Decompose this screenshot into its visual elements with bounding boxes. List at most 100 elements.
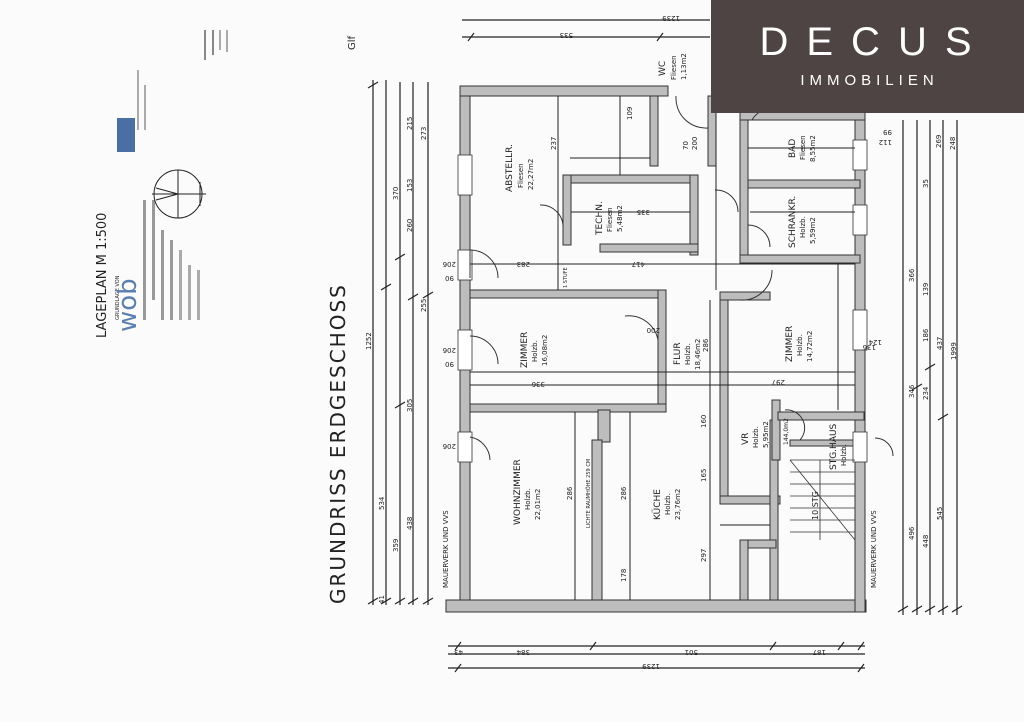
dim-124: 124 [868,338,882,346]
site-plan-fineprint [137,30,228,320]
room-name: TECHN. [595,201,605,236]
dim-139: 139 [922,283,930,296]
room-abstell: ABSTELLR. Fliesen 22,27m2 [505,144,535,192]
dim-90-a: 90 [445,274,454,282]
dim-109: 109 [626,107,634,120]
room-kueche: KÜCHE Holzb. 23,76m2 [652,489,682,520]
dim-1239-bottom: 1239 [642,662,660,670]
dim-1239-top: 1239 [662,14,680,22]
room-flur: FLUR Holzb. 18,46m2 [673,339,702,370]
brand-subtitle: IMMOBILIEN [800,72,939,89]
dim-305: 305 [406,399,414,412]
room-name: WC [658,61,668,76]
dim-1999: 1999 [950,342,958,360]
dim-448: 448 [922,535,930,548]
dimension-lines-horizontal [448,19,865,673]
dim-90-b: 90 [445,360,454,368]
room-bad: BAD Fliesen 8,55m2 [788,135,817,162]
dim-346: 346 [908,384,916,398]
dim-501: 501 [685,648,698,656]
room-schrank: SCHRANKR. Holzb. 5,59m2 [788,196,817,248]
room-area: 22,01m2 [534,489,542,520]
room-area: 5,59m2 [809,217,817,244]
room-name: BAD [788,139,798,158]
room-area: 23,76m2 [674,489,682,520]
dim-496: 496 [908,526,916,540]
room-wc: WC Fliesen 1,13m2 [658,53,688,80]
room-name: ABSTELLR. [505,144,515,192]
room-floor: Holzb. [799,216,807,238]
dim-533: 533 [560,31,573,39]
room-floor: Holzb. [684,343,692,365]
dim-200-a: 200 [647,326,660,334]
dim-165: 165 [700,469,708,482]
room-name: FLUR [673,342,683,365]
dim-248: 248 [949,137,957,150]
dim-99: 99 [883,128,892,136]
dim-286-b: 286 [620,486,628,500]
dim-297-a: 297 [700,549,708,562]
dim-234: 234 [922,386,930,400]
dim-417: 417 [632,260,645,268]
dim-186: 186 [922,328,930,342]
dim-41: 41 [378,595,386,604]
dim-160: 160 [700,415,708,428]
room-name: ZIMMER [520,332,530,368]
site-plan-caption: GRUNDLAGE VON [115,275,121,320]
room-floor: Holzb. [840,444,848,466]
plan-title: GRUNDRISS ERDGESCHOSS [326,283,350,604]
decus-logo: DECUS IMMOBILIEN [711,0,1024,113]
room-name: VR [741,433,751,445]
room-area: 1,13m2 [680,53,688,80]
room-area: 22,27m2 [527,159,535,190]
room-name: KÜCHE [652,489,663,520]
room-name: STG.HAUS [829,423,839,470]
brand-name: DECUS [759,20,990,64]
dim-370: 370 [392,187,400,200]
dimension-lines-right [897,120,963,615]
dim-136: 136 [862,343,876,351]
stairs [789,459,856,541]
dim-297-b: 297 [772,378,785,386]
dim-35: 35 [922,179,930,188]
room-name: SCHRANKR. [788,196,798,248]
dim-260: 260 [406,219,414,232]
dim-437: 437 [936,337,944,350]
dim-206-c: 206 [442,442,456,450]
dim-153: 153 [406,179,414,192]
room-vr: VR Holzb. 5,95m2 [741,421,770,448]
room-floor: Holzb. [531,340,539,362]
room-area: 8,55m2 [809,135,817,162]
dim-187: 187 [813,648,826,656]
dim-335: 335 [637,208,650,216]
room-stg: STG.HAUS Holzb. [829,423,848,470]
dim-215: 215 [406,117,414,130]
dim-70: 70 [682,141,690,150]
step-note: 1 STUFE [563,267,569,288]
dim-366: 366 [908,268,916,282]
doors [469,95,894,461]
stair-label: 10 STG [811,491,820,520]
dim-206-b: 206 [442,346,456,354]
windows [457,139,868,463]
masonry-note-left: MAUERVERK UND VVS [442,510,450,588]
dim-200-b: 200 [691,137,699,150]
site-plan: LAGEPLAN M 1:500 GRUNDLAGE VON wob [95,30,228,338]
north-arrow-icon [152,169,206,219]
dim-384: 384 [516,648,530,656]
room-floor: Holzb. [752,426,760,448]
site-plan-badge [117,118,135,152]
room-floor: Holzb. [796,334,804,356]
interior-dimensions [470,96,855,600]
dimension-labels: 1239 1239 533 384 501 187 43 1252 1999 5… [365,14,958,670]
clear-height-note: LICHTE RAUMHÖHE 259 CM [585,459,592,528]
room-floor: Holzb. [664,493,672,515]
room-techn: TECHN. Fliesen 5,48m2 [595,201,624,236]
room-area: 5,48m2 [616,205,624,232]
masonry-note-right: MAUERVERK UND VVS [870,510,878,588]
room-floor: Fliesen [517,163,525,188]
site-plan-logo: wob [113,278,143,332]
room-zimmer-1: ZIMMER Holzb. 16,08m2 [520,332,549,368]
room-floor: Fliesen [606,207,614,232]
